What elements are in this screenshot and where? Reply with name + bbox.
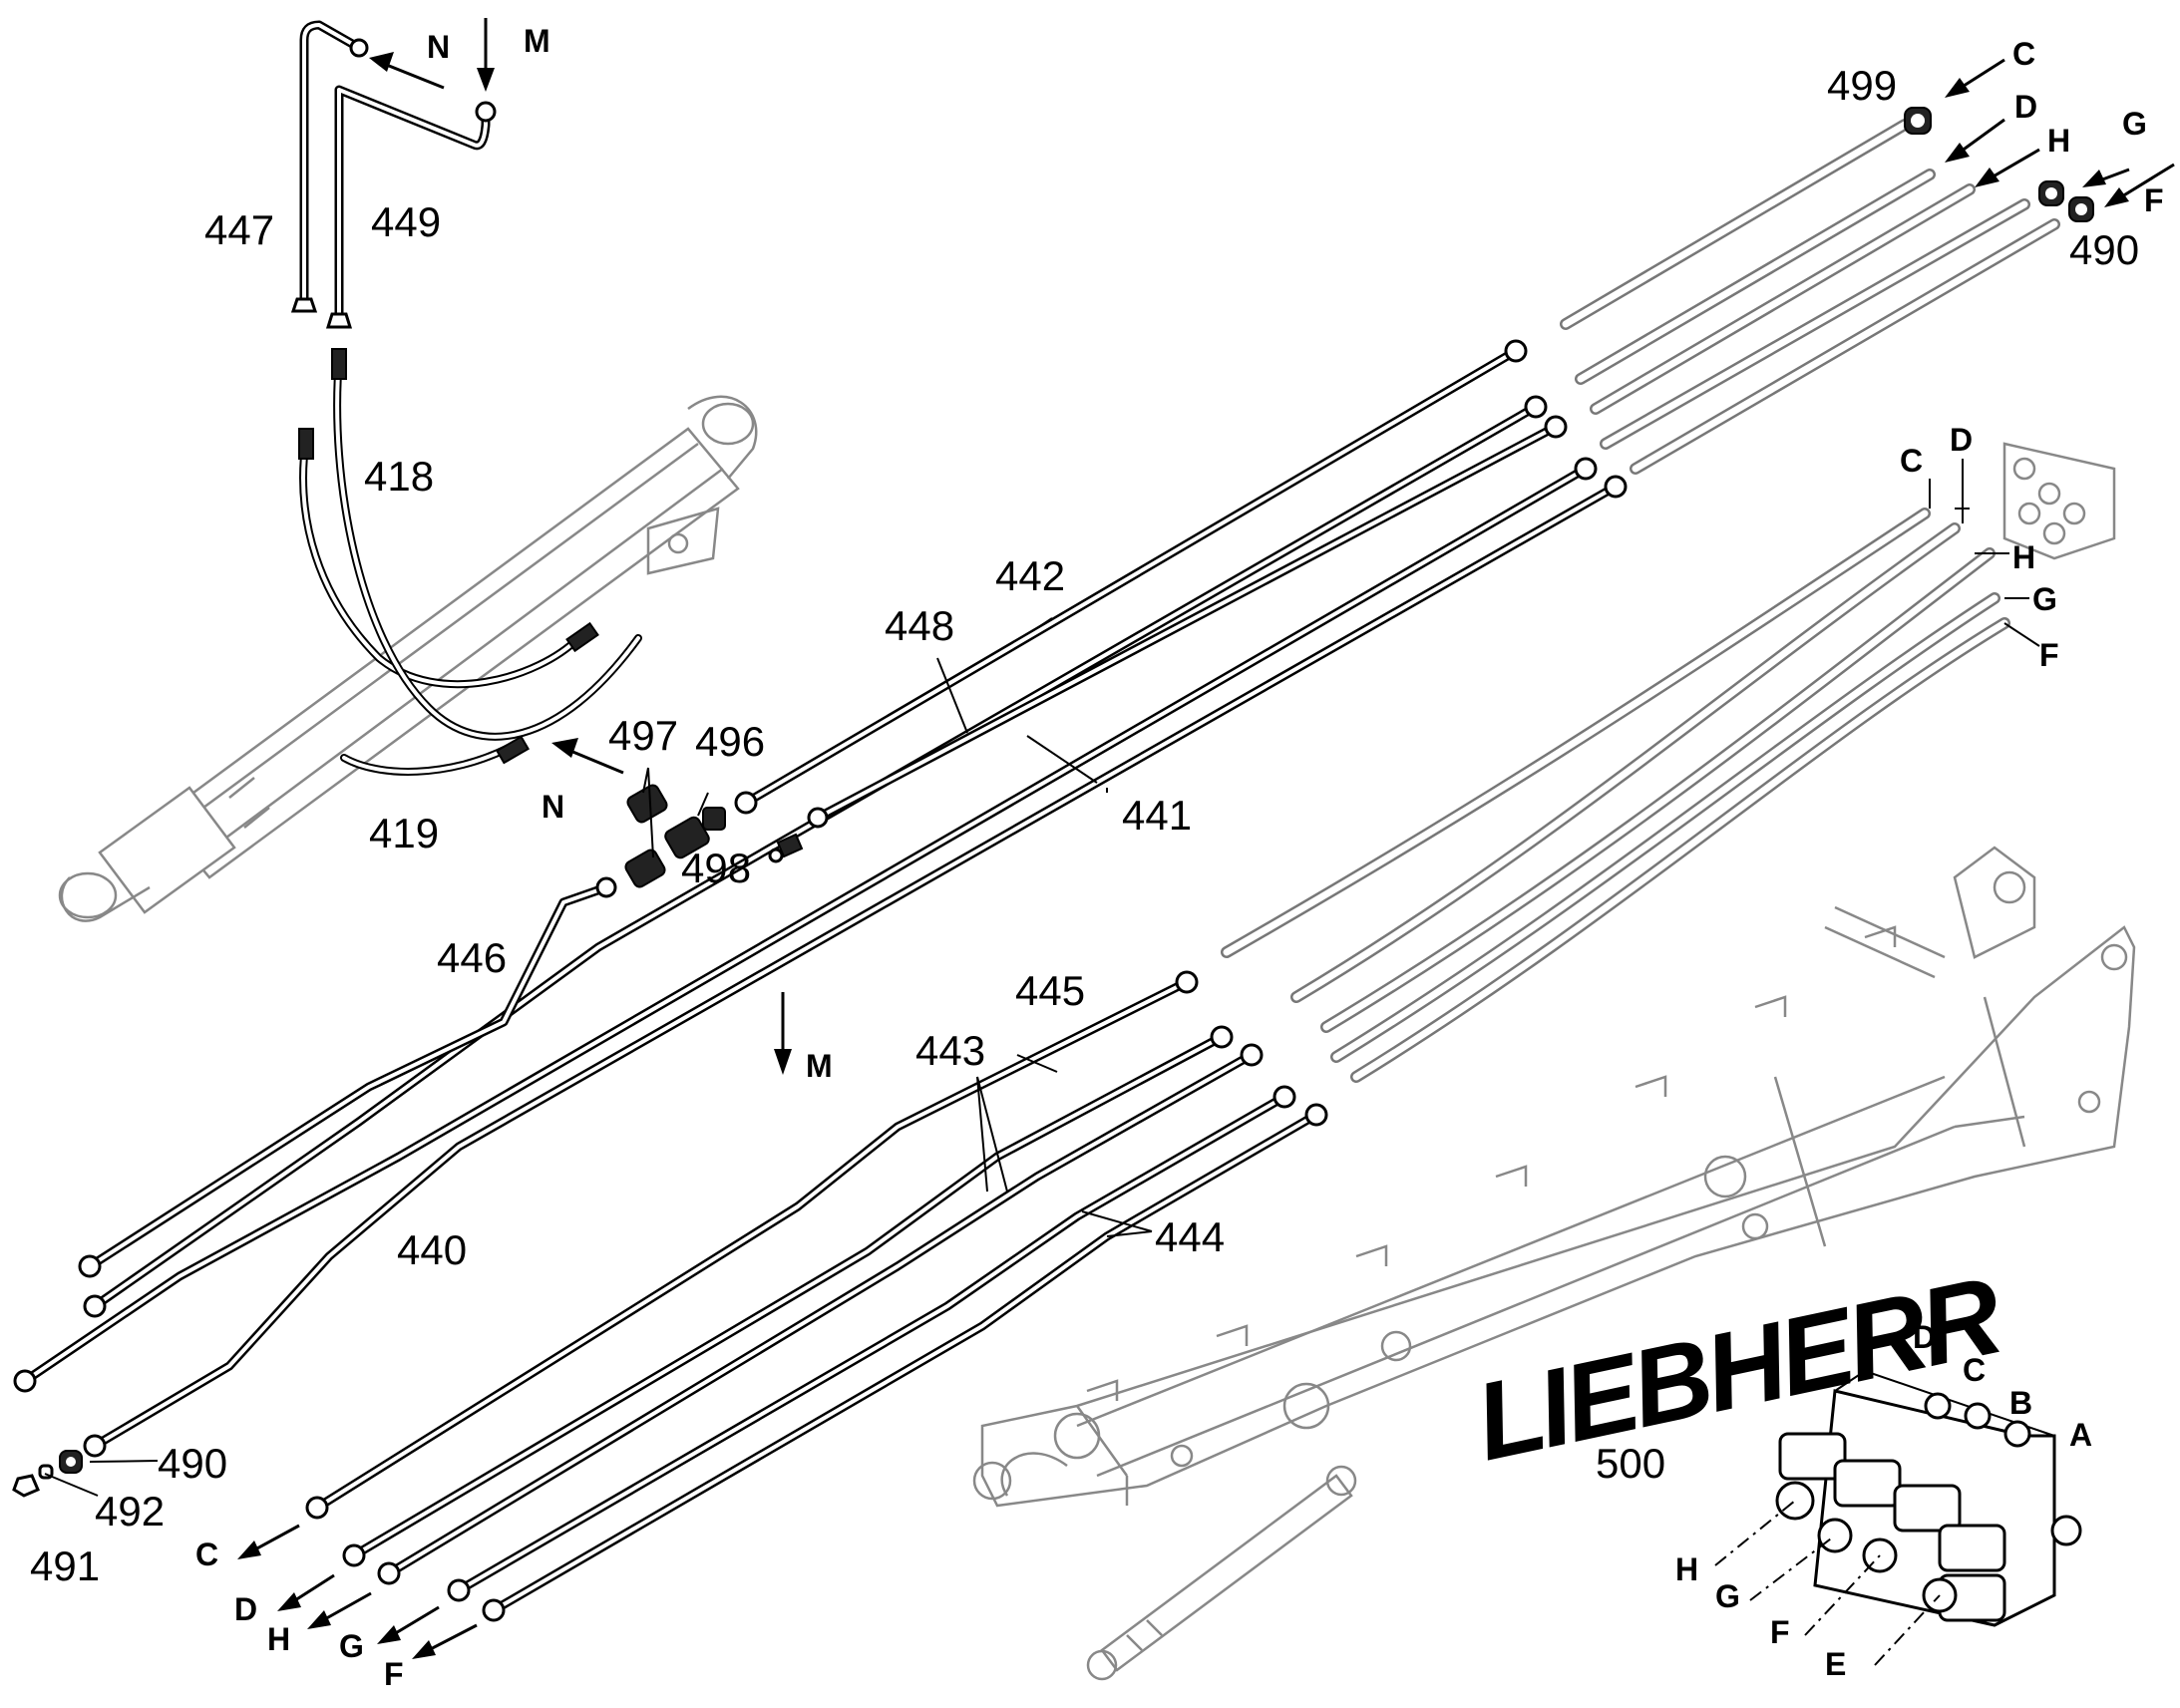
label-492: 492 — [95, 1488, 165, 1535]
label-490-bottom: 490 — [158, 1440, 227, 1487]
pipe-447 — [290, 20, 369, 313]
pipe-449 — [325, 85, 497, 329]
fittings-497-496-498 — [624, 784, 804, 888]
port-top-G: G — [2122, 106, 2147, 142]
label-440: 440 — [397, 1226, 467, 1273]
port-mid-C: C — [1900, 443, 1923, 479]
label-442: 442 — [995, 552, 1065, 599]
pipe-444 — [447, 1085, 1328, 1622]
label-441: 441 — [1122, 792, 1192, 839]
hose-bundle-middle — [1221, 508, 2010, 1083]
hoses-418-419 — [298, 348, 642, 776]
port-top-F: F — [2144, 182, 2164, 218]
label-496: 496 — [695, 718, 765, 765]
port-block-F: F — [1770, 1614, 1790, 1650]
label-447: 447 — [204, 206, 274, 253]
port-bot-H: H — [267, 1621, 290, 1657]
port-block-A: A — [2069, 1417, 2092, 1453]
port-top-C: C — [2012, 36, 2035, 72]
label-445: 445 — [1015, 967, 1085, 1014]
pipe-442 — [734, 339, 1528, 815]
port-mid-H: H — [2012, 539, 2035, 575]
label-446: 446 — [437, 934, 507, 981]
port-block-B: B — [2009, 1385, 2032, 1421]
pipe-441 — [13, 457, 1598, 1393]
valve-block-small — [2002, 442, 2116, 560]
port-letter-labels: C D H G F C D H G F C D H G F D C B A H … — [195, 36, 2164, 1692]
label-449: 449 — [371, 198, 441, 245]
label-500: 500 — [1596, 1440, 1665, 1487]
port-bot-C: C — [195, 1537, 218, 1572]
label-491: 491 — [30, 1542, 100, 1589]
part-number-labels: 447 449 418 419 442 448 441 446 440 445 … — [30, 62, 2139, 1589]
pipe-446 — [78, 876, 617, 1278]
port-block-C: C — [1963, 1352, 1986, 1388]
port-bot-G: G — [339, 1628, 364, 1664]
boom-arm-drawing — [972, 846, 2136, 1508]
view-M-mid: M — [806, 1048, 833, 1084]
boom-cylinder-drawing — [58, 395, 758, 922]
pipe-443 — [342, 1025, 1264, 1585]
port-bot-F: F — [384, 1656, 404, 1692]
pipe-448 — [83, 395, 1568, 1318]
port-mid-G: G — [2032, 581, 2057, 617]
label-490-top: 490 — [2069, 226, 2139, 273]
port-top-D: D — [2014, 89, 2037, 125]
arrows — [237, 18, 2175, 1659]
small-cylinder-drawing — [1086, 1465, 1357, 1681]
seals — [12, 107, 2094, 1498]
label-444: 444 — [1155, 1213, 1225, 1260]
label-419: 419 — [369, 810, 439, 856]
port-mid-F: F — [2039, 637, 2059, 673]
port-block-E: E — [1825, 1646, 1846, 1682]
pipe-440 — [83, 475, 1628, 1458]
port-bot-D: D — [234, 1591, 257, 1627]
view-N-top: N — [427, 29, 450, 65]
label-497: 497 — [608, 712, 678, 759]
view-M-top: M — [524, 23, 550, 59]
port-mid-D: D — [1950, 422, 1973, 458]
pipe-445 — [305, 970, 1199, 1520]
port-block-G: G — [1715, 1578, 1740, 1614]
leader-lines — [44, 459, 2040, 1666]
label-418: 418 — [364, 453, 434, 500]
label-443: 443 — [915, 1027, 985, 1074]
view-labels: N M N M — [427, 23, 833, 1084]
label-498: 498 — [681, 845, 751, 891]
port-block-D: D — [1913, 1319, 1936, 1355]
label-499: 499 — [1827, 62, 1897, 109]
view-N-mid: N — [542, 789, 564, 825]
label-448: 448 — [885, 602, 954, 649]
port-block-large — [1775, 1369, 2082, 1627]
port-top-H: H — [2047, 123, 2070, 159]
hose-bundle-top — [1560, 119, 2060, 475]
port-block-H: H — [1675, 1551, 1698, 1587]
